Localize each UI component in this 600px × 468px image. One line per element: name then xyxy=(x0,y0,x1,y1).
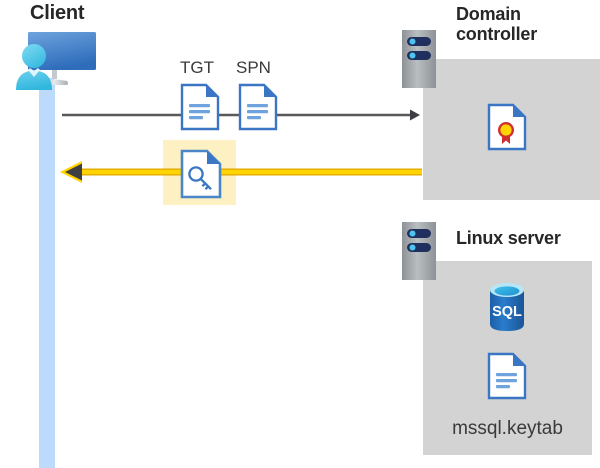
client-lifeline xyxy=(39,78,55,468)
domain-controller-server-rack-icon xyxy=(402,30,436,88)
spn-document-icon xyxy=(238,83,278,131)
response-arrow xyxy=(60,159,422,185)
keytab-filename-label: mssql.keytab xyxy=(452,418,563,439)
client-title: Client xyxy=(30,2,85,24)
svg-text:SQL: SQL xyxy=(492,304,522,320)
tgt-document-icon xyxy=(180,83,220,131)
request-arrow xyxy=(62,109,420,121)
key-document-icon xyxy=(180,149,222,199)
tgt-label: TGT xyxy=(180,58,214,77)
sql-database-icon: SQL xyxy=(484,279,530,335)
linux-server-title: Linux server xyxy=(456,228,561,248)
spn-label: SPN xyxy=(236,58,271,77)
linux-server-rack-icon xyxy=(402,222,436,280)
domain-controller-title: Domain controller xyxy=(456,4,538,45)
client-workstation-icon xyxy=(6,24,98,90)
certificate-document-icon xyxy=(487,103,527,151)
keytab-document-icon xyxy=(487,352,527,400)
